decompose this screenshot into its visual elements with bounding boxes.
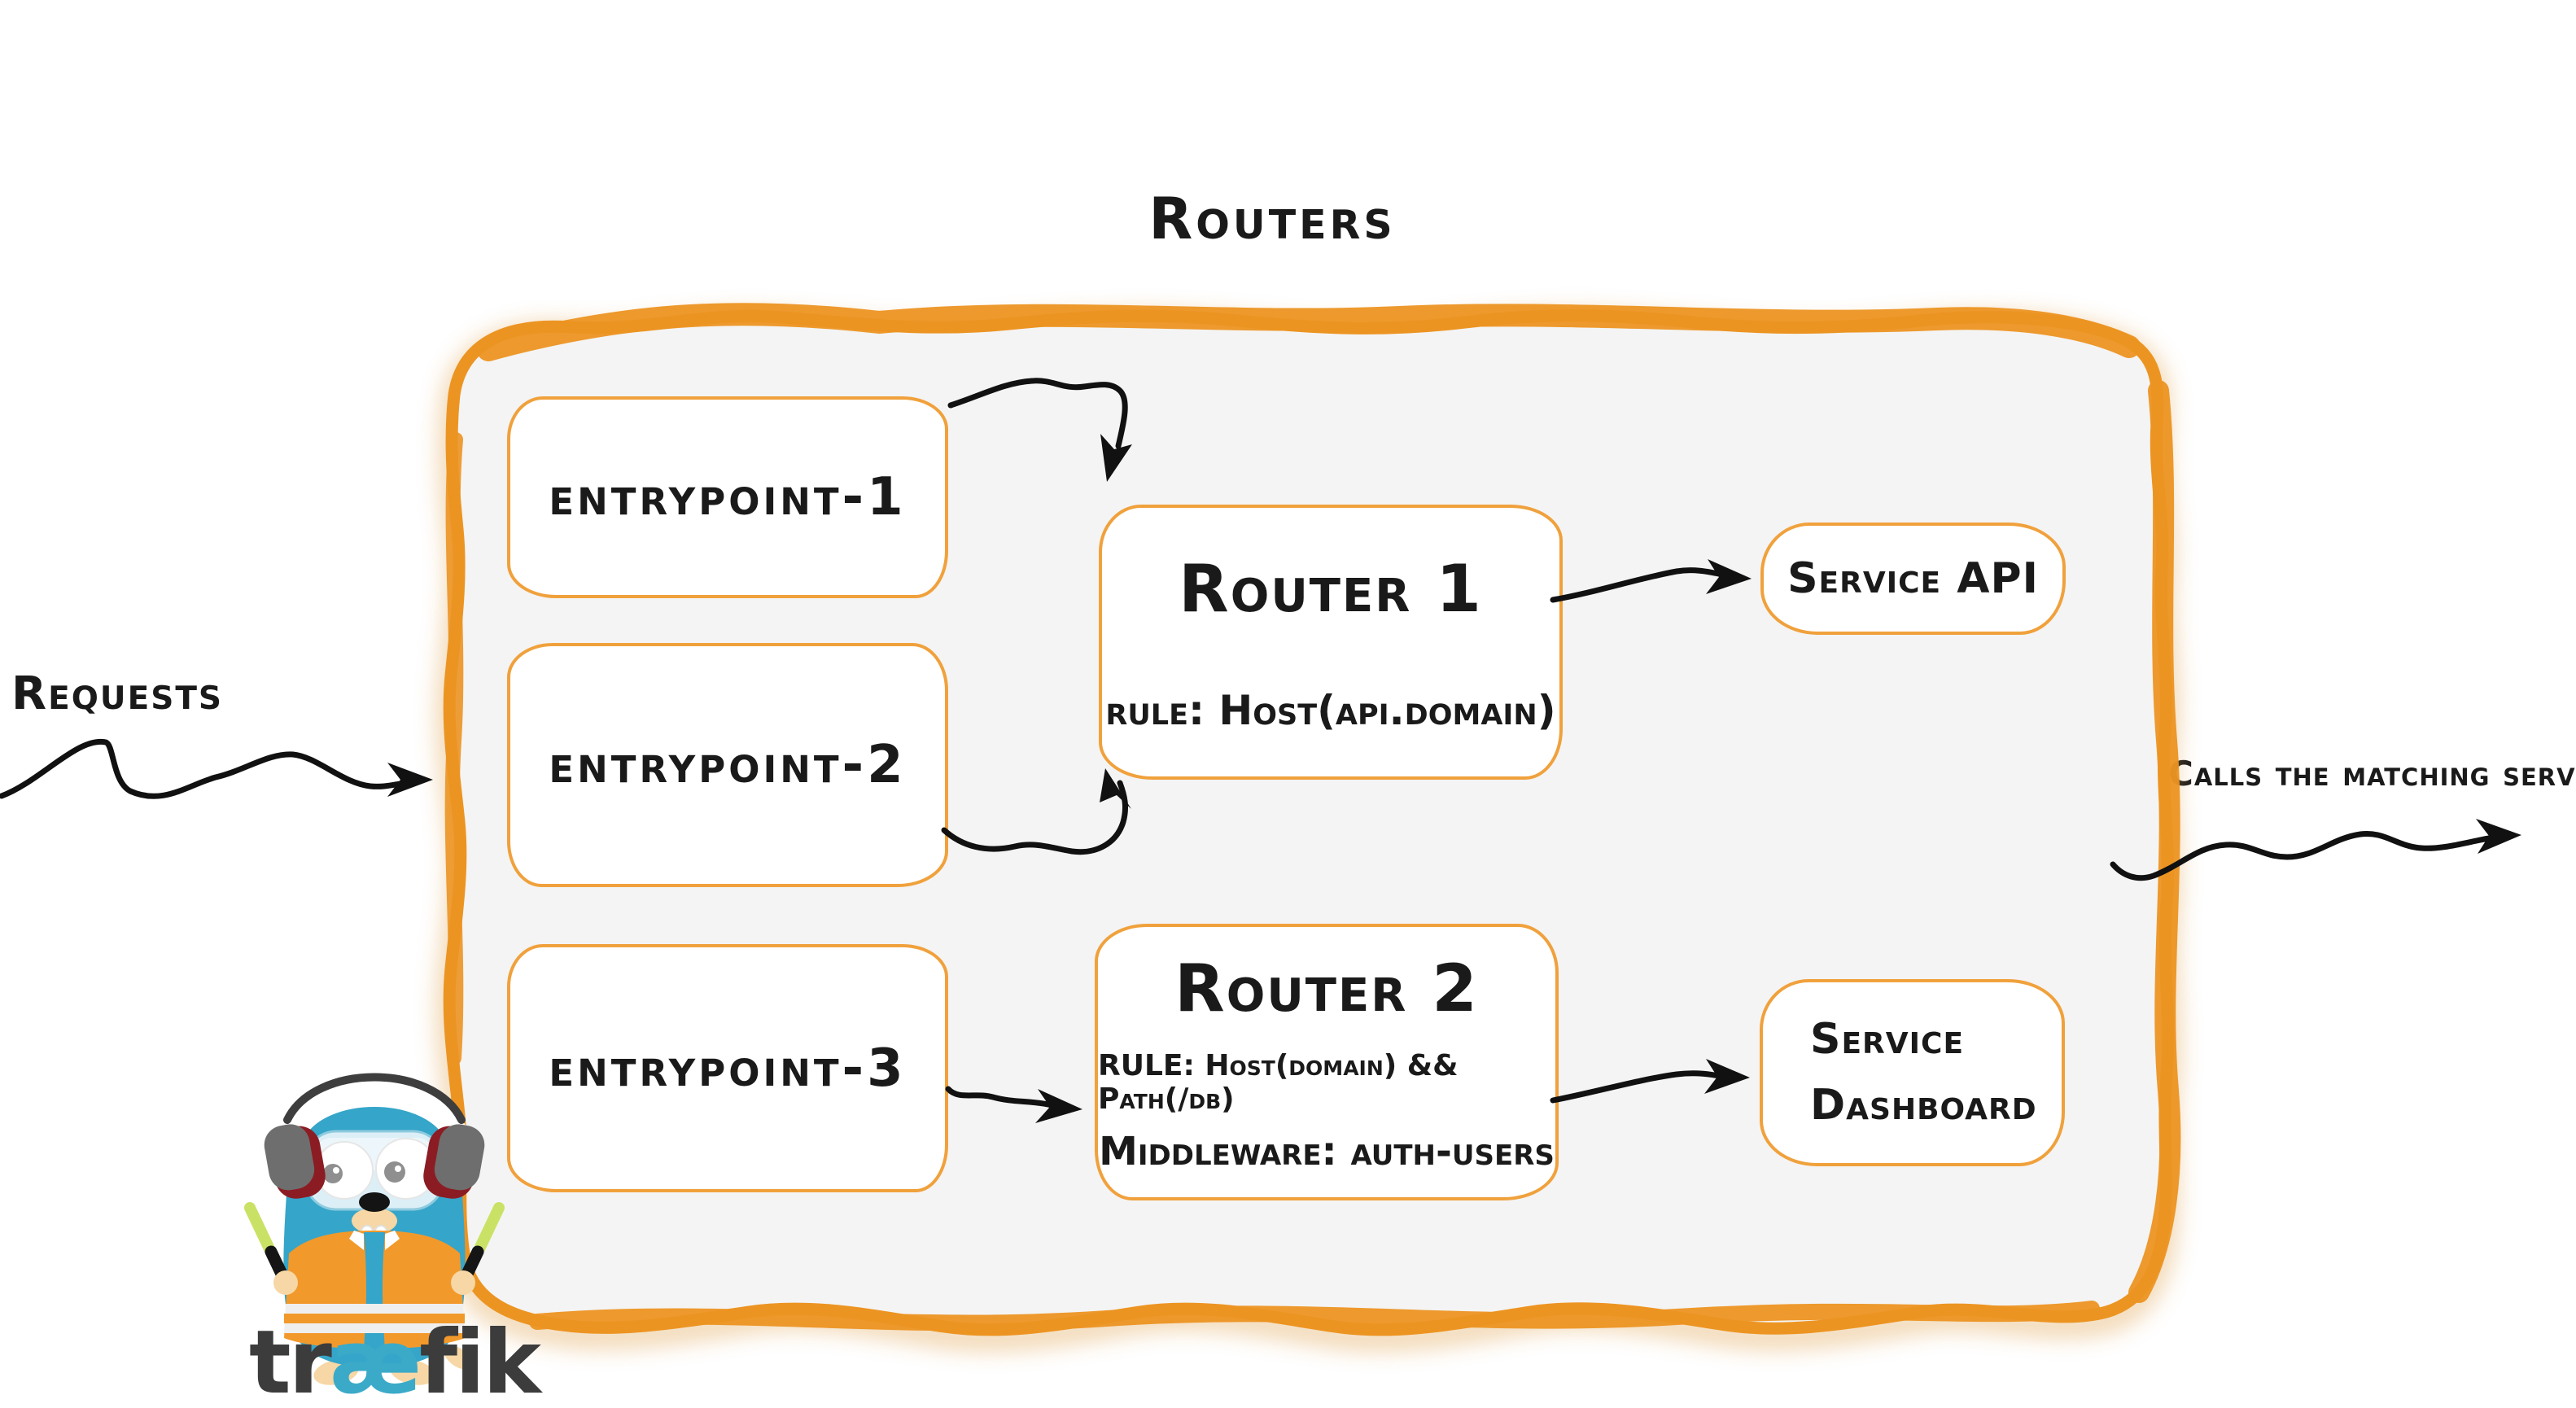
entrypoint-2-box: entrypoint-2: [507, 643, 948, 887]
arrow-router1-to-service-api: [1550, 559, 1752, 603]
router-1-rule: rule: Host(api.domain): [1105, 686, 1556, 734]
gopher-goggles: [304, 1130, 445, 1211]
entrypoint-3-box: entrypoint-3: [507, 944, 948, 1192]
requests-arrow: [0, 738, 433, 799]
traefik-wordmark: træfik: [249, 1312, 541, 1408]
container-brush-top: [477, 303, 2141, 361]
entrypoint-1-box: entrypoint-1: [507, 396, 948, 598]
router-1-box: Router 1 rule: Host(api.domain): [1099, 505, 1563, 780]
gopher-safety-vest: [284, 1231, 465, 1349]
container-brush-bottom: [529, 1301, 2100, 1331]
service-dashboard-label-line2: Dashboard: [1810, 1081, 2037, 1130]
requests-label: Requests: [11, 667, 224, 720]
router-2-middleware: Middleware: auth-users: [1099, 1128, 1555, 1174]
arrow-entrypoint3-to-router2: [945, 1086, 1082, 1123]
wordmark-ae: æ: [329, 1312, 422, 1408]
service-dashboard-label-line1: Service: [1810, 1015, 1965, 1065]
container-brush-right: [2128, 380, 2181, 1303]
entrypoint-1-label: entrypoint-1: [549, 467, 907, 527]
arrow-entrypoint1-to-router1: [947, 378, 1132, 482]
page-title: Routers: [1148, 186, 1396, 252]
router-2-title: Router 2: [1174, 950, 1479, 1026]
arrow-entrypoint2-to-router1: [941, 768, 1131, 855]
service-api-box: Service API: [1760, 523, 2066, 635]
arrow-router2-to-service-dashboard: [1550, 1059, 1750, 1104]
entrypoint-2-label: entrypoint-2: [549, 735, 907, 795]
wordmark-fik: fik: [419, 1312, 541, 1408]
service-api-label: Service API: [1787, 554, 2039, 603]
calls-matching-server-label: Calls the matching server: [2168, 754, 2576, 794]
wordmark-tr: tr: [249, 1312, 332, 1408]
router-1-title: Router 1: [1179, 550, 1483, 627]
calls-matching-server-arrow: [2110, 819, 2521, 881]
router-2-rule: RULE: Host(domain) && Path(/db): [1098, 1048, 1459, 1116]
entrypoint-3-label: entrypoint-3: [549, 1038, 907, 1099]
service-dashboard-box: Service Dashboard: [1760, 979, 2065, 1166]
container-brush-left: [444, 432, 464, 1065]
router-2-box: Router 2 RULE: Host(domain) && Path(/db)…: [1095, 924, 1559, 1200]
